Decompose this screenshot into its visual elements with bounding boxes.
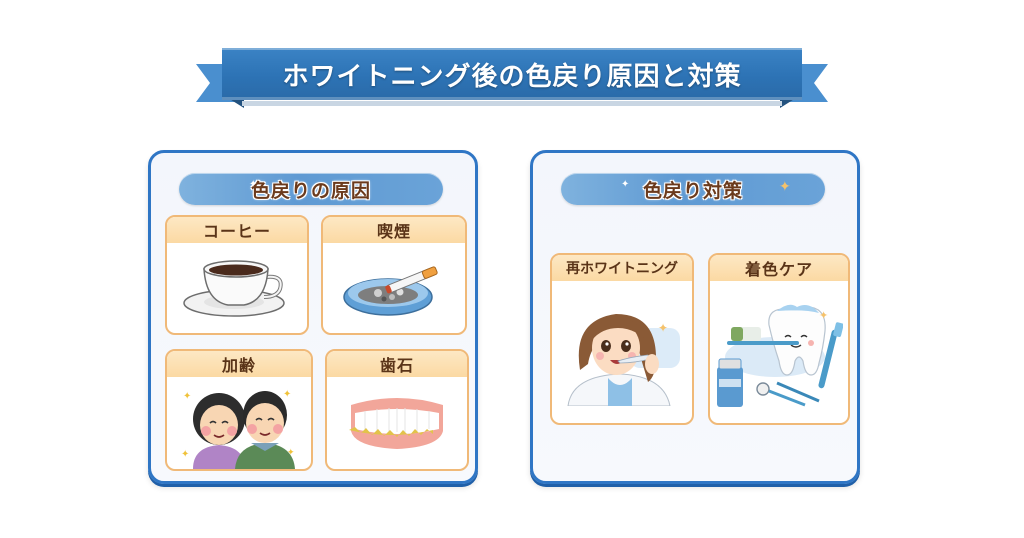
causes-panel: ✦ 色戻りの原因 コーヒー 喫煙 (148, 150, 478, 484)
sparkle-icon: ✦ (249, 179, 258, 190)
tooth-care-tools-icon: ✦ (717, 304, 843, 407)
svg-text:✦: ✦ (819, 309, 828, 322)
cause-card-title: 喫煙 (323, 217, 465, 243)
measure-card-stain-care: 着色ケア (708, 253, 850, 425)
svg-text:✦: ✦ (283, 389, 291, 400)
measure-card-rewhitening: 再ホワイトニング ✦ (550, 253, 694, 425)
measure-card-title: 再ホワイトニング (552, 255, 692, 281)
causes-heading-pill: ✦ 色戻りの原因 (179, 173, 443, 205)
ribbon-fold-left (228, 98, 244, 108)
svg-text:✦: ✦ (658, 321, 668, 335)
sparkle-icon: ✦ (779, 179, 791, 195)
coffee-cup-icon (183, 260, 285, 317)
cause-card-title: 加齢 (167, 351, 311, 377)
cause-card-title: 歯石 (327, 351, 467, 377)
ribbon-band: ホワイトニング後の色戻り原因と対策 (222, 48, 802, 106)
cause-card-tartar: 歯石 (325, 349, 469, 471)
countermeasures-panel: ✦ ✦ 色戻り対策 再ホワイトニング ✦ (530, 150, 860, 484)
cause-card-title: コーヒー (167, 217, 307, 243)
elderly-couple-icon: ✦ ✦ ✦ ✦ (181, 389, 295, 469)
dentures-tartar-icon (349, 398, 443, 449)
svg-text:✦: ✦ (183, 391, 191, 402)
cause-card-aging: 加齢 ✦ ✦ ✦ ✦ (165, 349, 313, 471)
cause-card-coffee: コーヒー (165, 215, 309, 335)
woman-whitening-icon: ✦ (567, 314, 680, 406)
cause-card-smoking: 喫煙 (321, 215, 467, 335)
causes-heading: 色戻りの原因 (250, 179, 371, 202)
page-title: ホワイトニング後の色戻り原因と対策 (282, 61, 742, 92)
measure-card-title: 着色ケア (710, 255, 848, 281)
sparkle-icon: ✦ (621, 179, 630, 190)
ashtray-cigarette-icon (343, 266, 438, 316)
svg-text:✦: ✦ (287, 448, 295, 458)
svg-text:✦: ✦ (181, 449, 189, 460)
countermeasures-heading: 色戻り対策 (642, 179, 743, 202)
title-ribbon: ホワイトニング後の色戻り原因と対策 (196, 46, 828, 110)
ribbon-fold-right (780, 98, 796, 108)
countermeasures-heading-pill: ✦ ✦ 色戻り対策 (561, 173, 825, 205)
